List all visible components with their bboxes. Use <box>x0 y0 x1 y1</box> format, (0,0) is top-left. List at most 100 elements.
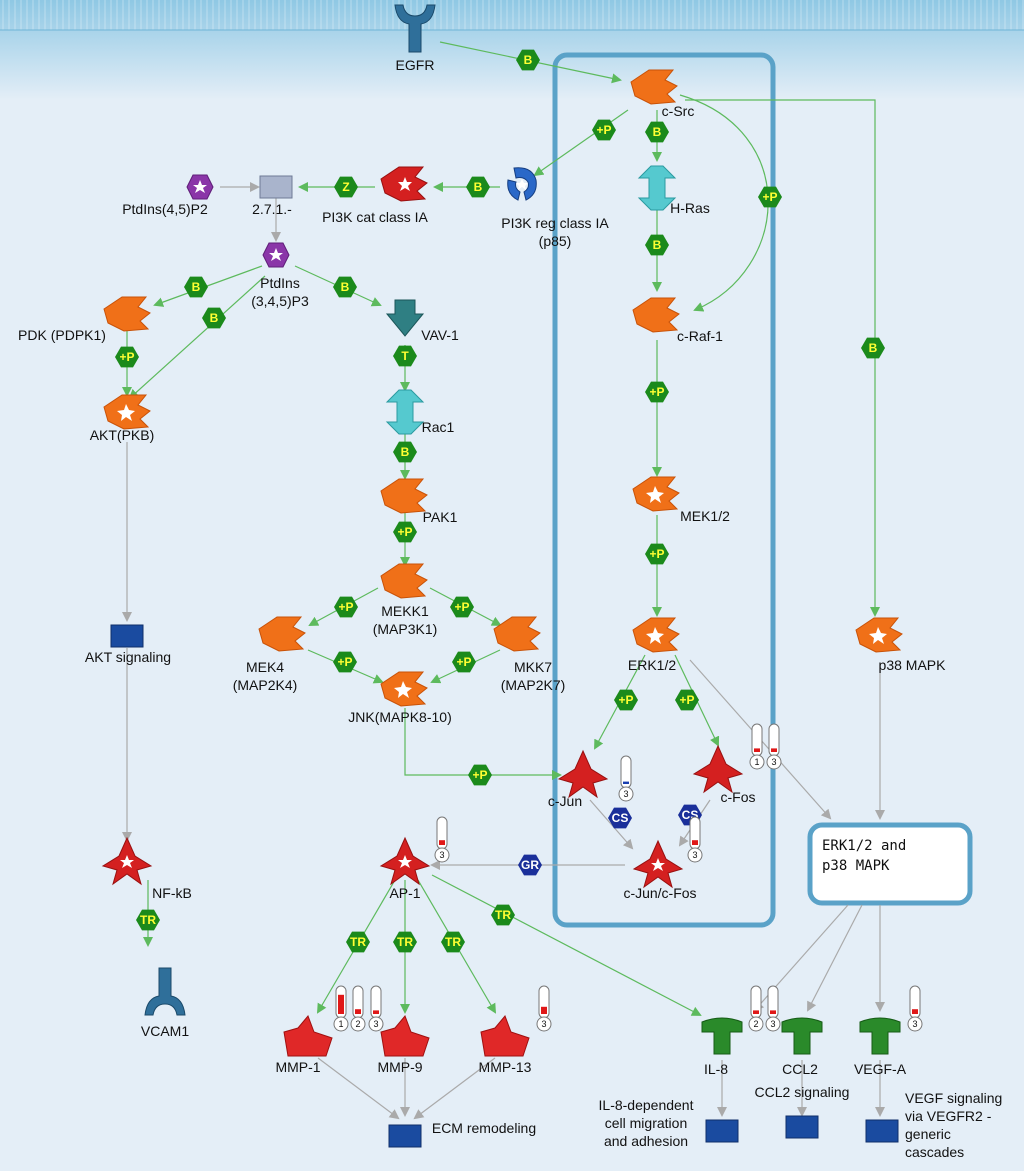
pi3k-reg-label: PI3K reg class IA <box>501 215 609 231</box>
pip3-label-b: (3,4,5)P3 <box>251 293 309 309</box>
edge-badge-label: +P <box>472 768 487 782</box>
craf-protein-icon[interactable] <box>632 297 680 333</box>
edge-badge-label: Z <box>342 180 349 194</box>
ecm-label: ECM remodeling <box>432 1120 536 1136</box>
pip3-molecule-icon[interactable] <box>262 242 290 268</box>
edge-badge-binding: B <box>645 234 669 256</box>
egfr-label: EGFR <box>396 57 435 73</box>
rac1-icon[interactable] <box>386 389 424 435</box>
nfkb-label: NF-kB <box>152 885 192 901</box>
thermometer-number: 3 <box>770 1019 775 1029</box>
akt-signaling-label: AKT signaling <box>85 649 171 665</box>
erk-p38-box[interactable] <box>807 822 973 906</box>
cjuncfos-complex-icon[interactable] <box>633 840 683 888</box>
edge-badge-label: TR <box>397 935 413 949</box>
erk12-label: ERK1/2 <box>628 657 676 673</box>
thermometer-number: 2 <box>753 1019 758 1029</box>
erk12-protein-icon[interactable] <box>632 617 680 653</box>
mek12-protein-icon[interactable] <box>632 476 680 512</box>
jnk-protein-icon[interactable] <box>380 671 428 707</box>
mmp9-protein-icon[interactable] <box>380 1015 430 1057</box>
mmp13-protein-icon[interactable] <box>480 1015 530 1057</box>
thermometer-mmp13: 3 <box>536 985 552 1032</box>
il8-label: IL-8 <box>704 1061 728 1077</box>
pip2-molecule-icon[interactable] <box>186 174 214 200</box>
p38-protein-icon[interactable] <box>855 617 903 653</box>
mmp9-label: MMP-9 <box>377 1059 422 1075</box>
pi3k-cat-label: PI3K cat class IA <box>322 209 428 225</box>
pip3-label-a: PtdIns <box>260 275 300 291</box>
thermometer-number: 3 <box>373 1019 378 1029</box>
edge-csrc-p38 <box>685 99 880 617</box>
mkk7-label-b: (MAP2K7) <box>501 677 566 693</box>
rac1-label: Rac1 <box>422 419 455 435</box>
mek4-protein-icon[interactable] <box>258 616 306 652</box>
mekk1-protein-icon[interactable] <box>380 563 428 599</box>
thermometer-vegfa: 3 <box>907 985 923 1032</box>
il8-process-icon[interactable] <box>705 1119 739 1143</box>
edge-badge-label: GR <box>521 858 539 872</box>
ccl2-process-icon[interactable] <box>785 1115 819 1139</box>
csrc-label: c-Src <box>662 103 695 119</box>
erk-cascade-frame <box>552 52 776 928</box>
vav1-label: VAV-1 <box>421 327 459 343</box>
edge-badge-phospho: +P <box>645 543 669 565</box>
erk-p38-box-label-a: ERK1/2 and <box>822 838 906 854</box>
thermometer-number: 1 <box>338 1019 343 1029</box>
mkk7-protein-icon[interactable] <box>493 616 541 652</box>
edge-badge-phospho: +P <box>450 596 474 618</box>
il8-ligand-icon[interactable] <box>701 1017 743 1055</box>
ccl2-label: CCL2 <box>782 1061 818 1077</box>
edge-badge-binding: B <box>861 337 885 359</box>
ccl2-ligand-icon[interactable] <box>781 1017 823 1055</box>
pi3k-cat-icon[interactable] <box>380 166 428 202</box>
pak1-protein-icon[interactable] <box>380 478 428 514</box>
mmp1-protein-icon[interactable] <box>283 1015 333 1057</box>
edge-badge-binding: B <box>393 441 417 463</box>
mkk7-label-a: MKK7 <box>514 659 552 675</box>
cjun-tf-icon[interactable] <box>558 750 608 798</box>
edge-badge-label: +P <box>119 350 134 364</box>
vegf-process-label-d: cascades <box>905 1144 964 1160</box>
thermometer-number: 3 <box>541 1019 546 1029</box>
egfr-receptor-icon[interactable] <box>394 4 436 53</box>
ap1-label: AP-1 <box>389 885 420 901</box>
edge-badge-label: B <box>192 280 201 294</box>
enzyme-icon[interactable] <box>259 175 293 199</box>
edge-badge-label: +P <box>454 600 469 614</box>
ap1-tf-icon[interactable] <box>380 837 430 885</box>
edge-badge-label: B <box>401 445 410 459</box>
akt-protein-icon[interactable] <box>103 394 151 430</box>
pi3k-reg-icon[interactable] <box>507 167 537 201</box>
vegf-process-label-a: VEGF signaling <box>905 1090 1002 1106</box>
vcam1-receptor-icon[interactable] <box>144 967 186 1016</box>
edge-badge-label: B <box>341 280 350 294</box>
vegfa-ligand-icon[interactable] <box>859 1017 901 1055</box>
mek4-label-b: (MAP2K4) <box>233 677 298 693</box>
edge-badge-label: +P <box>618 693 633 707</box>
edge-csrc-pi3kreg <box>533 109 629 177</box>
pdk-protein-icon[interactable] <box>103 296 151 332</box>
membrane-stripes <box>0 0 1024 30</box>
edge-badge-transcription: TR <box>346 931 370 953</box>
vegf-process-label-c: generic <box>905 1126 951 1142</box>
cfos-tf-icon[interactable] <box>693 745 743 793</box>
mekk1-label-b: (MAP3K1) <box>373 621 438 637</box>
edge-badge-phospho: +P <box>592 119 616 141</box>
ecm-process-icon[interactable] <box>388 1124 422 1148</box>
edge-badge-label: +P <box>337 655 352 669</box>
edge-badge-label: +P <box>649 385 664 399</box>
nfkb-tf-icon[interactable] <box>102 837 152 885</box>
erk-p38-box-label-b: p38 MAPK <box>822 858 890 874</box>
vav1-icon[interactable] <box>386 299 424 337</box>
akt-signaling-process-icon[interactable] <box>110 624 144 648</box>
edge-cjun-complex <box>589 799 634 850</box>
vegf-process-icon[interactable] <box>865 1119 899 1143</box>
cjuncfos-label: c-Jun/c-Fos <box>623 885 696 901</box>
edge-badge-label: B <box>869 341 878 355</box>
mek4-label-a: MEK4 <box>246 659 284 675</box>
edge-badge-phospho: +P <box>333 651 357 673</box>
thermometer-mmp1_2: 2 <box>350 985 366 1032</box>
edge-badge-label: T <box>401 349 409 363</box>
